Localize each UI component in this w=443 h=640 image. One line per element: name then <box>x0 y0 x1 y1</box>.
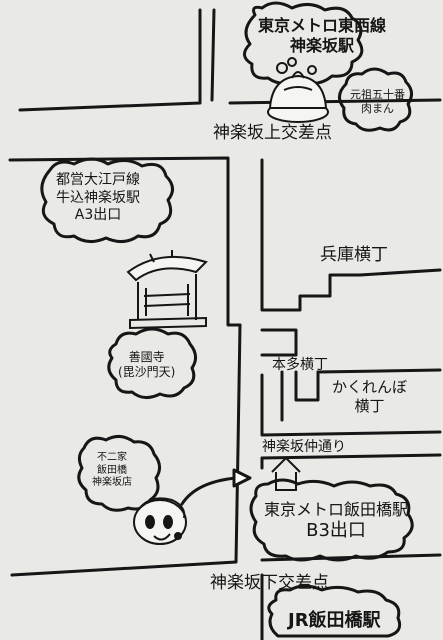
street-line <box>280 370 320 422</box>
street-line <box>260 158 442 312</box>
iidabashi-line2: B3出口 <box>306 520 366 541</box>
tozai-line1: 東京メトロ東西線 <box>258 16 387 35</box>
street-line <box>228 98 442 105</box>
fujiya-line2: 飯田橋 <box>97 464 127 476</box>
zenkokuji-label: 善國寺 (毘沙門天) <box>118 350 175 380</box>
nikuman-label: 元祖五十番 肉まん <box>350 88 405 116</box>
zenkokuji-bubble <box>107 327 197 399</box>
street-line <box>18 8 202 112</box>
peko-chan-icon <box>133 497 187 545</box>
fujiya-line1: 不二家 <box>97 452 127 463</box>
oedo-bubble <box>40 157 174 243</box>
zenkokuji-line2: (毘沙門天) <box>118 365 176 379</box>
arrow-head-icon <box>232 468 252 488</box>
street-line <box>8 156 242 327</box>
street-line <box>316 368 442 374</box>
arrow-icon <box>180 476 238 506</box>
upper-crossing-label: 神楽坂上交差点 <box>213 123 332 143</box>
nikuman-line1: 元祖五十番 <box>350 88 405 101</box>
iidabashi-line1: 東京メトロ飯田橋駅 <box>264 500 409 519</box>
fujiya-label: 不二家 飯田橋 神楽坂店 <box>92 452 132 490</box>
oedo-line1: 都営大江戸線 <box>56 172 140 188</box>
street-line <box>260 328 298 357</box>
shop-house-icon <box>271 456 301 491</box>
kakurenbo-yokocho-label: かくれんぼ 横丁 <box>332 378 407 416</box>
nakadori-label: 神楽坂仲通り <box>262 439 346 455</box>
jr-station-label: JR飯田橋駅 <box>288 610 381 631</box>
temple-icon <box>126 250 208 330</box>
street-line <box>260 453 442 460</box>
oedo-line2: 牛込神楽坂駅 <box>56 189 140 206</box>
hyogo-yokocho-label: 兵庫横丁 <box>320 245 388 265</box>
tozai-station-label: 東京メトロ東西線 神楽坂駅 <box>258 16 386 56</box>
lower-crossing-label: 神楽坂下交差点 <box>210 573 329 593</box>
oedo-line3: A3出口 <box>74 207 122 223</box>
iidabashi-bubble <box>249 478 414 562</box>
fujiya-line3: 神楽坂店 <box>92 477 132 488</box>
nikuman-bubble <box>338 67 413 132</box>
jr-bubble <box>267 584 402 638</box>
tozai-line2: 神楽坂駅 <box>290 36 355 55</box>
zenkokuji-line1: 善國寺 <box>128 350 165 364</box>
street-line <box>210 8 216 102</box>
nikuman-line2: 肉まん <box>361 101 394 115</box>
street-line <box>260 373 442 437</box>
nikuman-icon <box>267 57 329 123</box>
oedo-station-label: 都営大江戸線 牛込神楽坂駅 A3出口 <box>56 172 140 225</box>
iidabashi-station-label: 東京メトロ飯田橋駅 B3出口 <box>264 500 408 543</box>
honda-yokocho-label: 本多横丁 <box>272 357 328 373</box>
kakurenbo-line1: かくれんぼ <box>332 378 408 396</box>
street-line <box>10 323 242 577</box>
tozai-bubble <box>243 1 364 85</box>
kakurenbo-line2: 横丁 <box>354 396 385 415</box>
